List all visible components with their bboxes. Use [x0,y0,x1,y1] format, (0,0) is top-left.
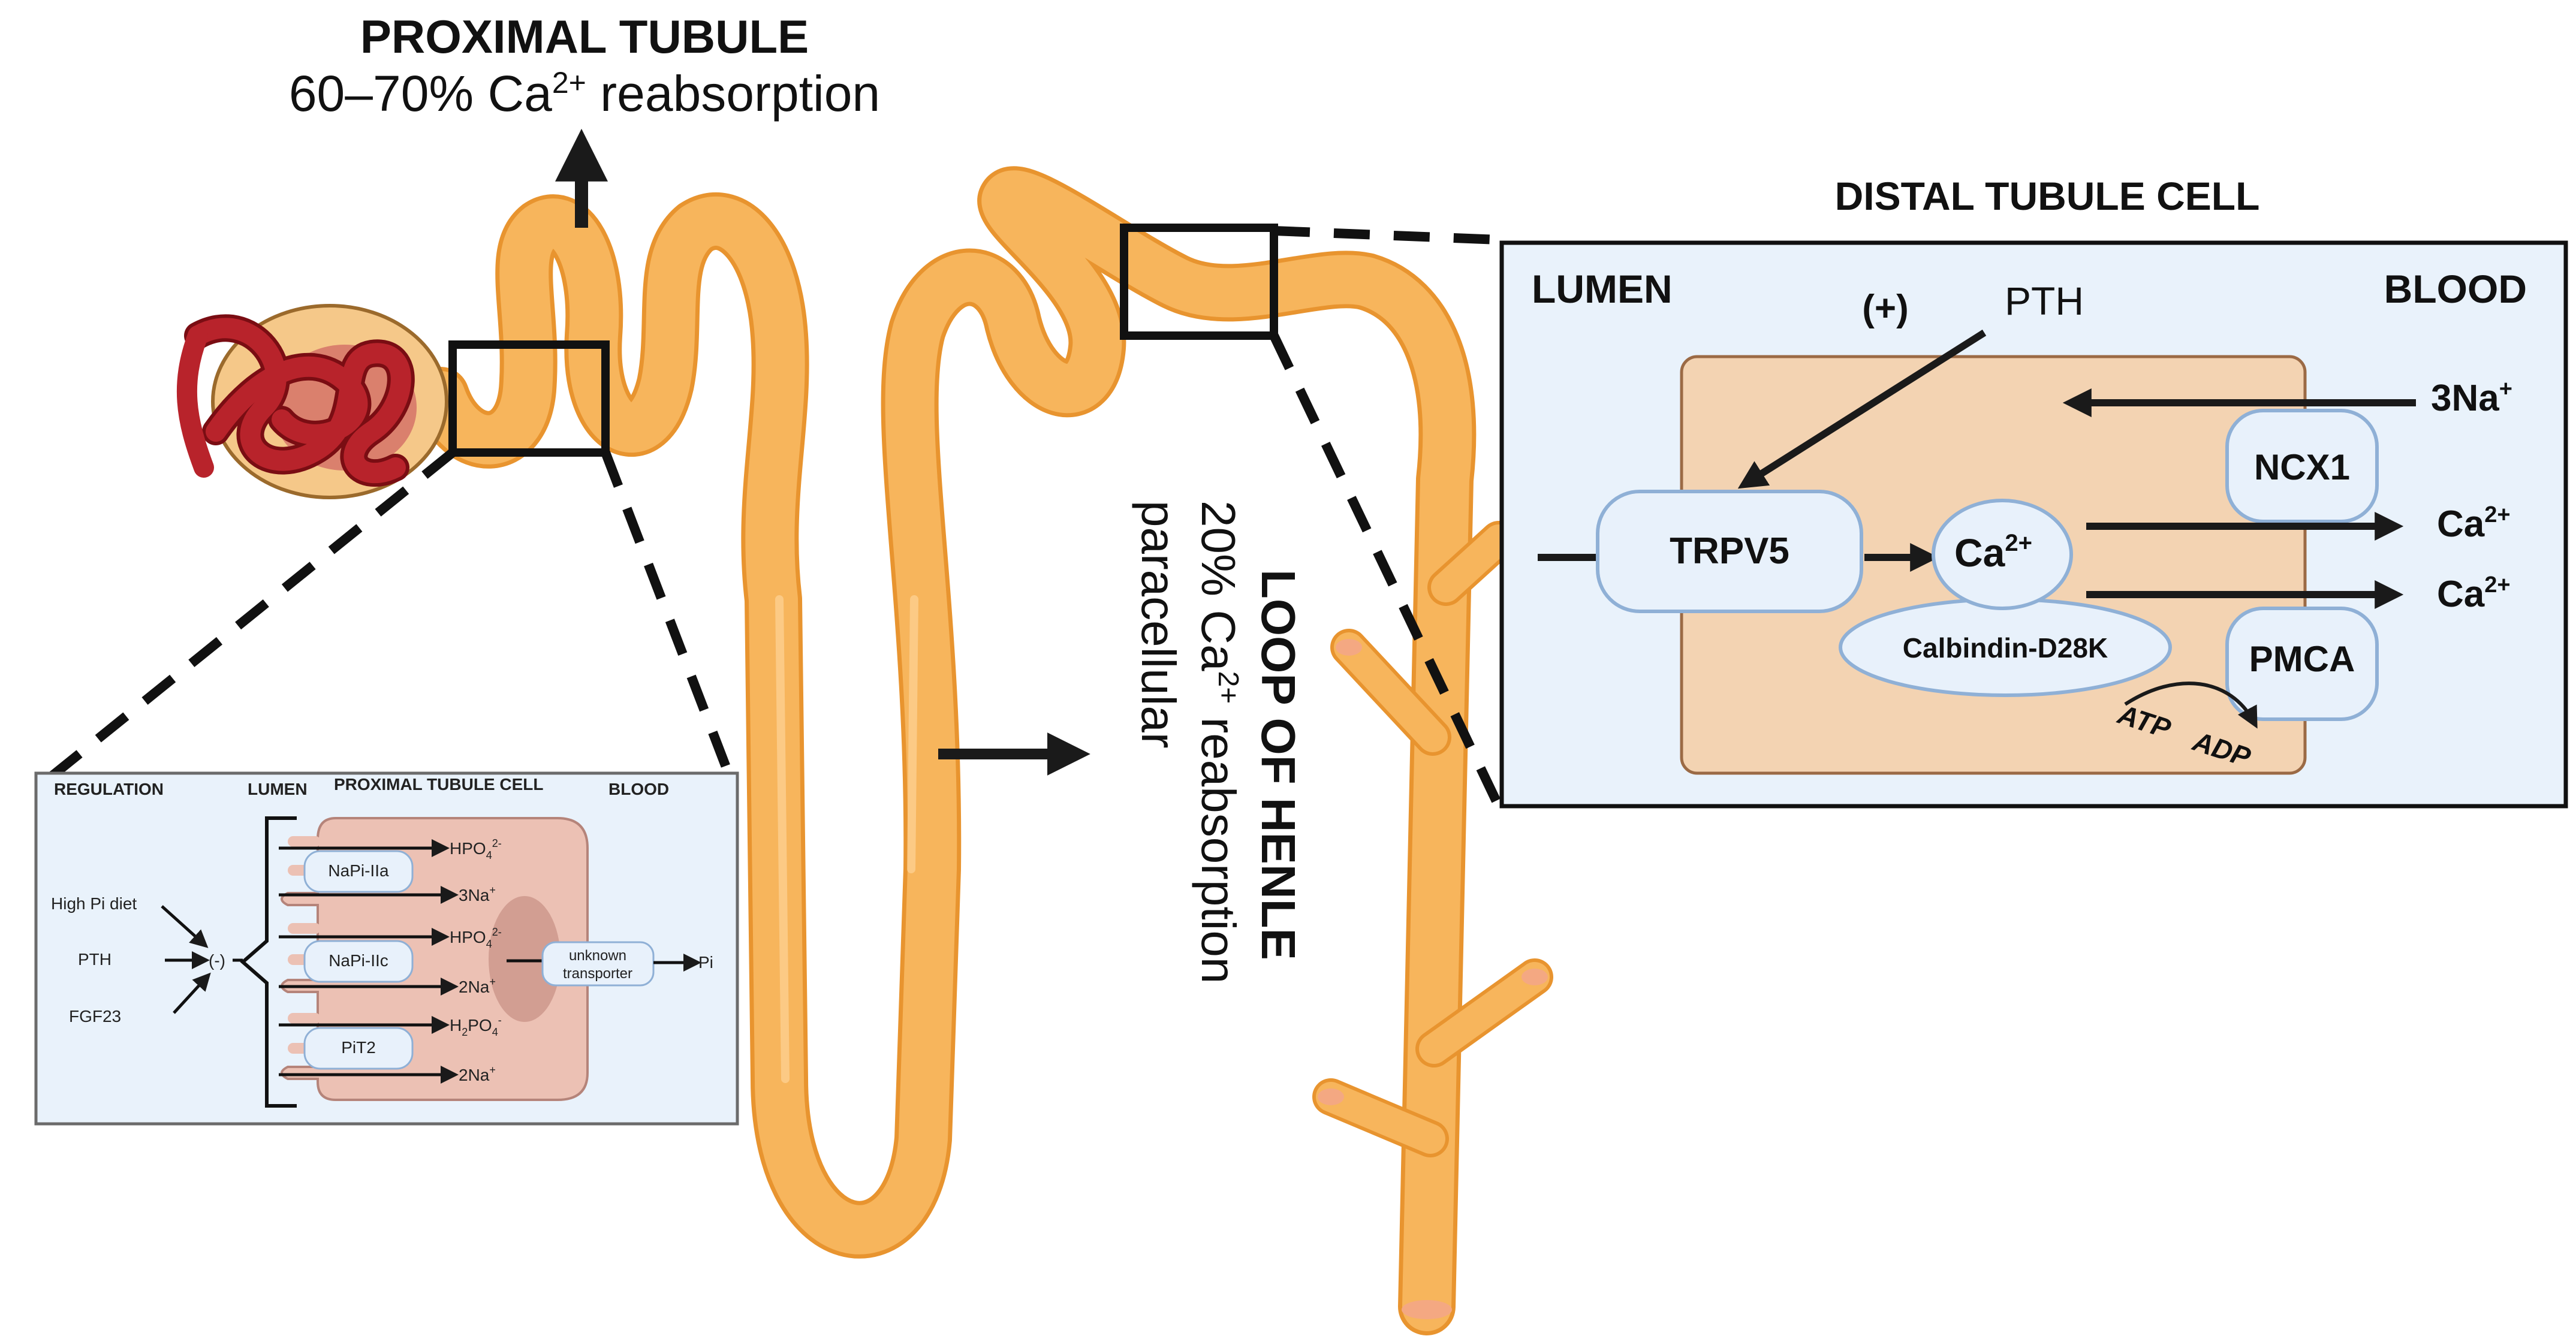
distal-panel: LUMEN BLOOD (+) PTH 3Na+ NCX1 TRPV5 Calb… [1499,240,2568,809]
reg-inhibit: (-) [209,951,225,970]
pmca-pump [2225,607,2379,721]
calbindin-label: Calbindin-D28K [1903,632,2108,664]
trpv5-channel [1596,490,1863,613]
unknown-line1: unknown [569,948,626,964]
loop-label: LOOP OF HENLE 20% Ca2+ reabsorption para… [1132,500,1305,984]
pit2-transporter [303,1027,414,1070]
distal-pth-label: PTH [2005,279,2084,323]
ca-out-label-1: Ca2+ [2437,502,2511,545]
ca-center-label: Ca2+ [1954,530,2032,575]
ion-h2po4: H2PO4- [450,1014,502,1038]
ncx1-transporter [2225,409,2379,523]
reg-fgf23: FGF23 [69,1007,121,1026]
proximal-subtitle: 60–70% Ca2+ reabsorption [289,65,880,122]
ion-3na: 3Na+ [459,884,496,904]
ca-bubble [1932,499,2073,610]
nephron-tubule [412,166,1553,1335]
distal-lumen-label: LUMEN [1532,267,1673,311]
napi2a-label: NaPi-IIa [328,861,389,880]
ptc-blood-label: BLOOD [608,780,669,798]
ion-2na-2: 2Na+ [459,1064,496,1084]
napi2a-transporter [303,850,414,893]
ca-out-label-2: Ca2+ [2437,572,2511,615]
pmca-label: PMCA [2249,639,2355,679]
pth-stimulation-sign: (+) [1862,288,1909,329]
unknown-line2: transporter [563,966,632,982]
ion-hpo4-1: HPO42- [450,837,502,861]
tubule-body [416,170,1472,1331]
ion-2na-1: 2Na+ [459,976,496,996]
reg-pth: PTH [78,950,112,969]
loop-title: LOOP OF HENLE [1252,569,1305,960]
ptc-regulation-label: REGULATION [54,780,164,798]
ptc-cell-label: PROXIMAL TUBULE CELL [334,775,543,794]
pit2-label: PiT2 [341,1038,376,1057]
loop-paracellular: paracellular [1132,500,1185,749]
na-label: 3Na+ [2431,376,2512,419]
ptc-lumen-label: LUMEN [248,780,308,798]
atp-adp-arrow [2124,681,2258,729]
collecting-duct-branches [1312,521,1553,1319]
ptc-panel: REGULATION LUMEN PROXIMAL TUBULE CELL BL… [34,771,739,1126]
napi2c-transporter [303,940,414,983]
proximal-zoom-box [448,340,610,457]
proximal-title: PROXIMAL TUBULE [360,10,809,63]
trpv5-label: TRPV5 [1670,530,1789,572]
napi2c-label: NaPi-IIc [329,951,388,970]
reg-high-pi: High Pi diet [51,894,137,913]
loop-reabsorption: 20% Ca2+ reabsorption [1192,500,1245,984]
ion-hpo4-2: HPO42- [450,926,502,950]
distal-blood-label: BLOOD [2384,267,2527,311]
ptc-nucleus [489,896,561,1022]
glomerulus [176,304,448,499]
ptc-bracket [240,816,297,1108]
ptc-pi-label: Pi [698,953,713,972]
ncx1-label: NCX1 [2254,447,2350,487]
pth-to-trpv5-arrow [1737,329,1987,489]
tubule-highlight [775,595,918,1083]
distal-zoom-box [1120,224,1278,340]
distal-title: DISTAL TUBULE CELL [1835,174,2260,218]
